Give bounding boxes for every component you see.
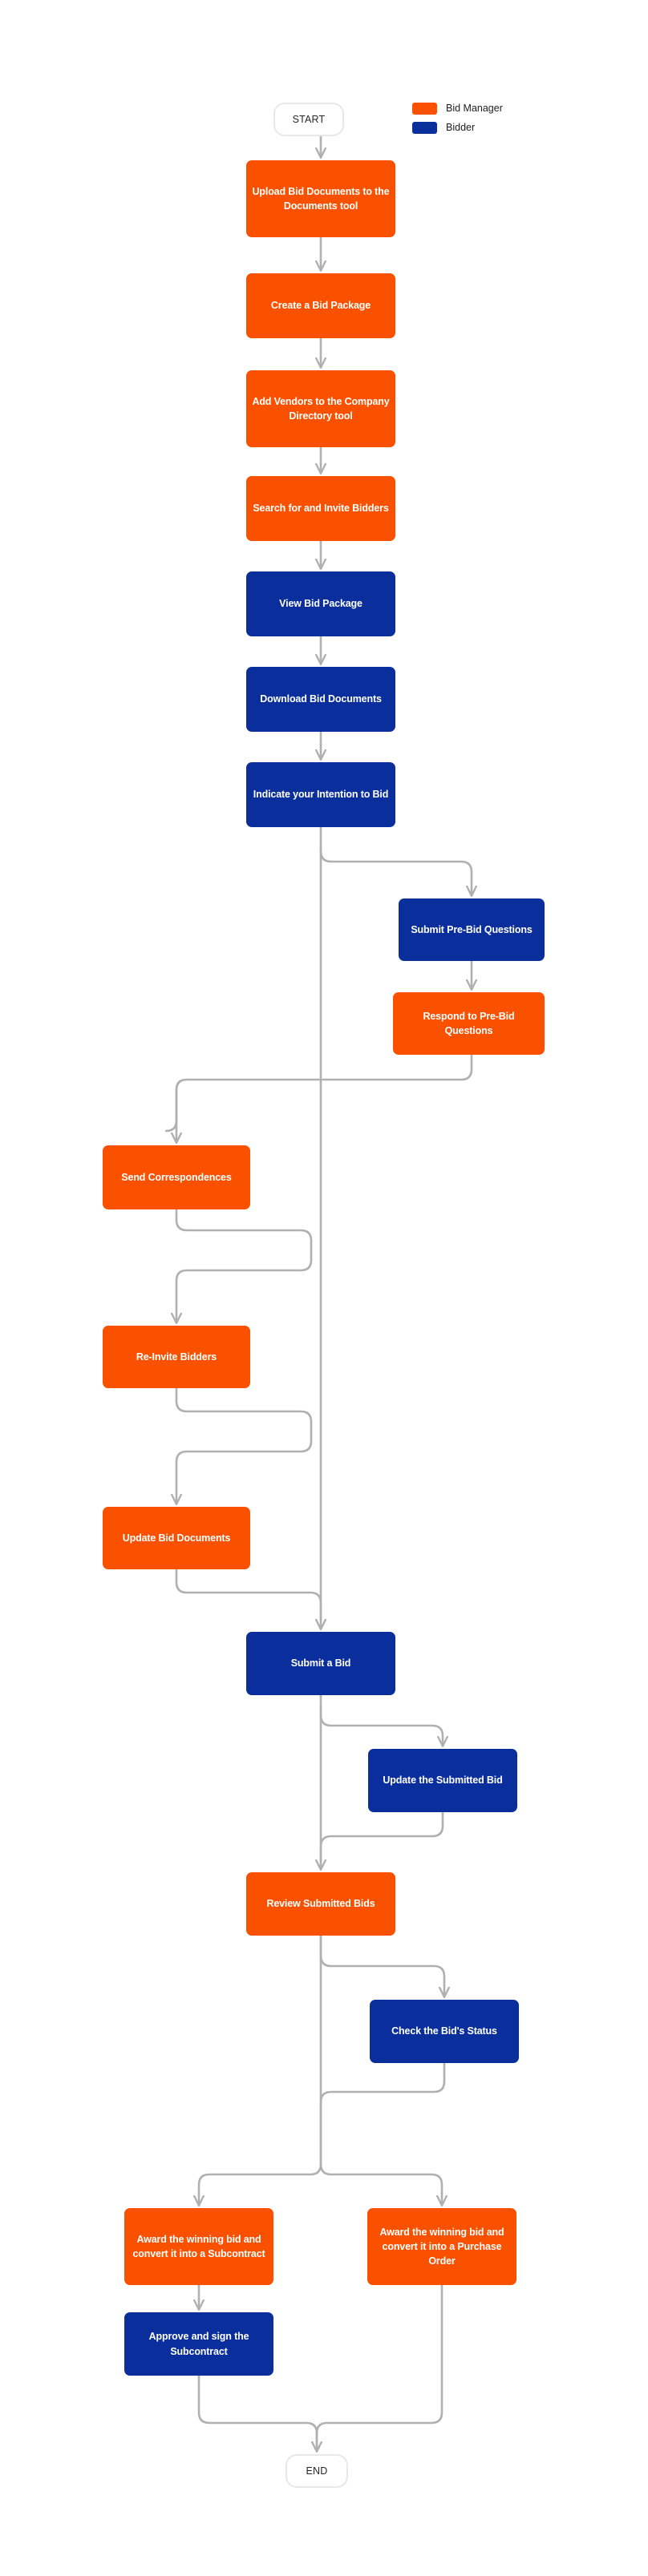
edge-sendcorr-arrow-in — [176, 1078, 188, 1142]
edge-sendcorr-to-reinvite — [176, 1208, 313, 1322]
node-check-the-bids-status[interactable]: Check the Bid's Status — [370, 2000, 519, 2063]
legend-label-bidder: Bidder — [446, 121, 476, 133]
edge-updatedocs-to-trunk — [175, 1568, 322, 1621]
node-search-and-invite-bidders[interactable]: Search for and Invite Bidders — [246, 476, 395, 541]
edge-awardpo-to-end — [315, 2283, 443, 2453]
node-send-correspondences[interactable]: Send Correspondences — [103, 1145, 250, 1209]
edge-intention-to-submit-prebid — [319, 844, 472, 895]
node-update-the-submitted-bid[interactable]: Update the Submitted Bid — [368, 1749, 517, 1812]
node-indicate-intention-to-bid[interactable]: Indicate your Intention to Bid — [246, 762, 395, 827]
node-award-bid-to-subcontract[interactable]: Award the winning bid and convert it int… — [124, 2208, 273, 2285]
legend-item-bid-manager: Bid Manager — [412, 99, 503, 117]
node-award-bid-to-purchase-order[interactable]: Award the winning bid and convert it int… — [367, 2208, 516, 2285]
edge-respondprebid-to-sendcorr — [164, 1053, 473, 1133]
node-upload-bid-documents[interactable]: Upload Bid Documents to the Documents to… — [246, 160, 395, 237]
legend-swatch-bid-manager — [412, 102, 437, 115]
node-start[interactable]: START — [273, 103, 344, 136]
node-update-bid-documents[interactable]: Update Bid Documents — [103, 1507, 250, 1569]
node-download-bid-documents[interactable]: Download Bid Documents — [246, 667, 395, 732]
legend-label-bid-manager: Bid Manager — [446, 102, 503, 114]
node-view-bid-package[interactable]: View Bid Package — [246, 571, 395, 636]
legend-item-bidder: Bidder — [412, 119, 503, 136]
node-re-invite-bidders[interactable]: Re-Invite Bidders — [103, 1326, 250, 1388]
edge-checkstatus-to-trunk — [319, 2061, 446, 2166]
node-approve-and-sign-subcontract[interactable]: Approve and sign the Subcontract — [124, 2312, 273, 2376]
legend: Bid Manager Bidder — [412, 99, 503, 138]
node-submit-a-bid[interactable]: Submit a Bid — [246, 1632, 395, 1695]
edge-split-to-award-subcontract — [199, 2162, 322, 2205]
edge-approvesub-to-end — [197, 2374, 317, 2451]
legend-swatch-bidder — [412, 121, 437, 134]
node-end[interactable]: END — [286, 2454, 348, 2488]
node-submit-pre-bid-questions[interactable]: Submit Pre-Bid Questions — [399, 898, 545, 961]
node-create-bid-package[interactable]: Create a Bid Package — [246, 273, 395, 338]
node-add-vendors[interactable]: Add Vendors to the Company Directory too… — [246, 370, 395, 447]
edge-submitbid-to-updatebid — [319, 1708, 443, 1746]
edge-split-to-award-purchaseorder — [319, 2162, 442, 2205]
edge-reinvite-to-updatedocs — [176, 1387, 313, 1504]
node-respond-to-pre-bid-questions[interactable]: Respond to Pre-Bid Questions — [393, 992, 545, 1055]
node-review-submitted-bids[interactable]: Review Submitted Bids — [246, 1872, 395, 1936]
edge-updatebid-to-trunk — [319, 1811, 444, 1863]
edge-reviewbids-to-checkstatus — [319, 1934, 444, 1997]
